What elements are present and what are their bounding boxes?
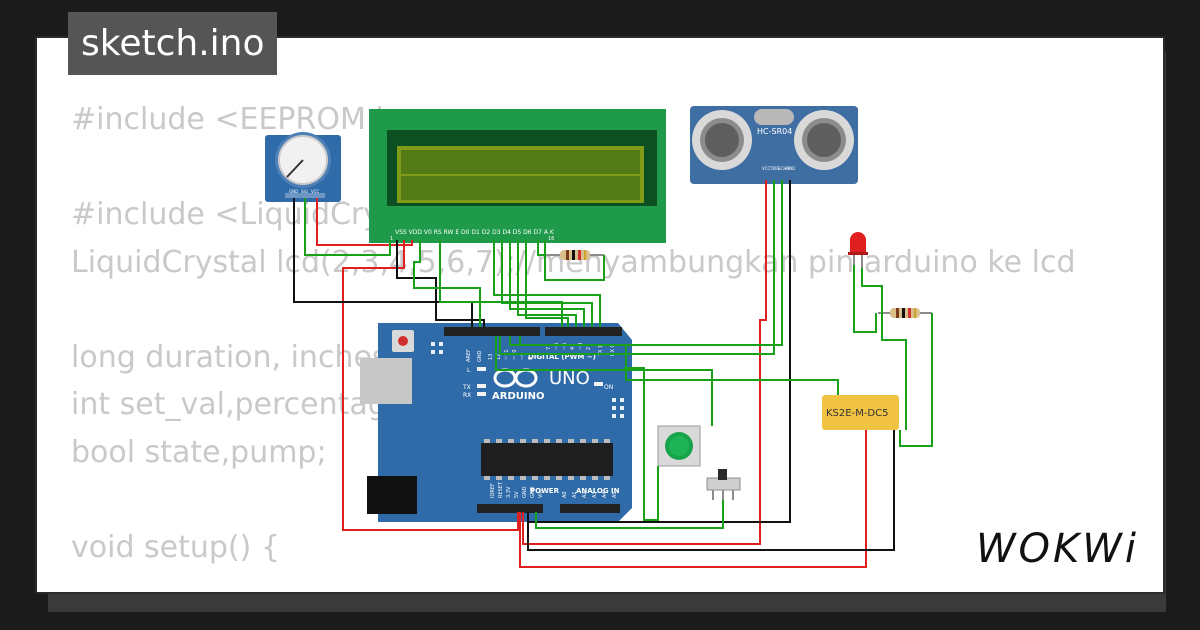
- ultrasonic-transducer-left: [692, 110, 752, 170]
- wire-green: [493, 240, 601, 327]
- code-line: LiquidCrystal lcd(2,3,4,5,6,7);//menyamb…: [71, 244, 1076, 280]
- wire-green: [509, 240, 585, 327]
- analog-pin-a0: A0: [562, 491, 568, 498]
- wire-red: [519, 430, 867, 568]
- tx-led-label: TX: [462, 384, 471, 391]
- aref-label: AREF: [466, 349, 472, 362]
- wire-red: [316, 198, 413, 246]
- power-pin-ioref: IOREF: [490, 483, 496, 498]
- wire-green: [499, 180, 775, 355]
- wire-green: [853, 265, 877, 333]
- wire-black: [396, 240, 485, 327]
- digital-label: DIGITAL (PWM ~): [528, 353, 596, 361]
- us-pin-trig: TRIG: [769, 166, 780, 171]
- analog-pin-a3: A3: [592, 491, 598, 498]
- digital-pin-7: 7: [546, 347, 552, 350]
- arduino-brand: ARDUINO: [492, 391, 544, 402]
- power-pin-gnd1: GND: [522, 486, 528, 498]
- digital-pin-3: ~3: [578, 343, 584, 350]
- pot-pin-sig: SIG: [301, 189, 308, 194]
- wire-green: [413, 240, 481, 327]
- on-led-label: ON: [604, 384, 613, 391]
- us-pin-gnd: GND: [786, 166, 795, 171]
- us-pin-vcc: VCC: [762, 166, 771, 171]
- wire-green: [517, 240, 577, 327]
- wire-green: [519, 336, 839, 395]
- red-led[interactable]: [848, 232, 868, 268]
- power-label: POWER: [530, 487, 560, 495]
- digital-pin-9: ~9: [520, 353, 526, 360]
- resistor-lcd-backlight[interactable]: [545, 250, 604, 260]
- wire-green: [304, 198, 391, 256]
- analog-pin-a4: A4: [602, 491, 608, 498]
- code-line: void setup() {: [71, 529, 280, 565]
- code-line: bool state,pump;: [71, 434, 327, 470]
- wire-green: [899, 313, 933, 447]
- wire-black: [527, 430, 895, 551]
- wire-green: [525, 240, 569, 327]
- analog-pin-a5: A5: [612, 491, 618, 498]
- digital-pin-4: 4: [570, 347, 576, 350]
- digital-pin-13: 13: [488, 354, 494, 360]
- ultrasonic-label: HC-SR04: [757, 127, 792, 136]
- digital-pin-rx: RX 0: [610, 344, 616, 356]
- wire-green: [861, 268, 907, 430]
- power-pin-3v3: 3.3V: [506, 486, 512, 498]
- lcd-module[interactable]: VSS VDD V0 RS RW E D0 D1 D2 D3 D4 D5 D6 …: [369, 109, 666, 243]
- digital-pin-tx: TX 1: [598, 345, 604, 357]
- digital-pin-5: ~5: [562, 343, 568, 350]
- wires: [293, 180, 933, 568]
- wire-red: [342, 240, 519, 531]
- relay-module[interactable]: KS2E-M-DC5: [822, 395, 899, 430]
- wire-green: [495, 336, 713, 426]
- code-background: #include <EEPROM.h> #include <LiquidCrys…: [71, 96, 1076, 571]
- sketch-title: sketch.ino: [68, 12, 278, 75]
- wire-green: [501, 240, 593, 327]
- power-pin-gnd2: GND: [530, 486, 536, 498]
- wire-green: [509, 180, 783, 346]
- digital-pin-8: 8: [528, 357, 534, 360]
- analog-pin-a2: A2: [582, 491, 588, 498]
- lcd-pin-last: 16: [548, 236, 554, 242]
- push-button[interactable]: [657, 425, 701, 467]
- pot-knob-indicator: [286, 159, 304, 178]
- gnd-label: GND: [477, 350, 483, 362]
- digital-pin-2: 2: [586, 347, 592, 350]
- digital-pin-6: ~6: [554, 343, 560, 350]
- wire-black: [293, 198, 473, 327]
- slide-switch[interactable]: [706, 469, 741, 500]
- analog-pin-a1: A1: [572, 491, 578, 498]
- power-pin-5v: 5V: [514, 491, 520, 498]
- l-led-label: L: [467, 367, 471, 374]
- arduino-uno[interactable]: UNO ARDUINO DIGITAL (PWM ~) ANALOG IN PO…: [360, 323, 632, 522]
- power-pin-vin: Vin: [538, 490, 544, 498]
- pot-pin-vcc: VCC: [311, 189, 320, 194]
- lcd-pin-first: 1: [390, 236, 393, 242]
- power-pin-reset: RESET: [498, 481, 504, 498]
- resistor-led[interactable]: [878, 308, 932, 318]
- analog-label: ANALOG IN: [576, 487, 620, 495]
- wire-green: [544, 240, 605, 281]
- wire-green: [624, 367, 659, 521]
- pot-pin-gnd: GND: [289, 189, 298, 194]
- wire-green: [535, 500, 724, 529]
- ultrasonic-sensor[interactable]: HC-SR04 VCC TRIG ECHO GND: [690, 106, 858, 184]
- wire-green: [537, 240, 545, 256]
- rx-led-label: RX: [463, 392, 471, 399]
- ultrasonic-transducer-right: [794, 110, 854, 170]
- relay-label: KS2E-M-DC5: [826, 408, 888, 419]
- wokwi-logo: WOKWi: [976, 526, 1139, 572]
- wire-red: [522, 180, 767, 545]
- lcd-pin-labels: VSS VDD V0 RS RW E D0 D1 D2 D3 D4 D5 D6 …: [395, 229, 555, 236]
- potentiometer[interactable]: GND SIG VCC: [265, 132, 341, 202]
- digital-pin-12: 12: [496, 354, 502, 360]
- us-pin-echo: ECHO: [778, 166, 789, 171]
- arduino-model: UNO: [549, 368, 590, 389]
